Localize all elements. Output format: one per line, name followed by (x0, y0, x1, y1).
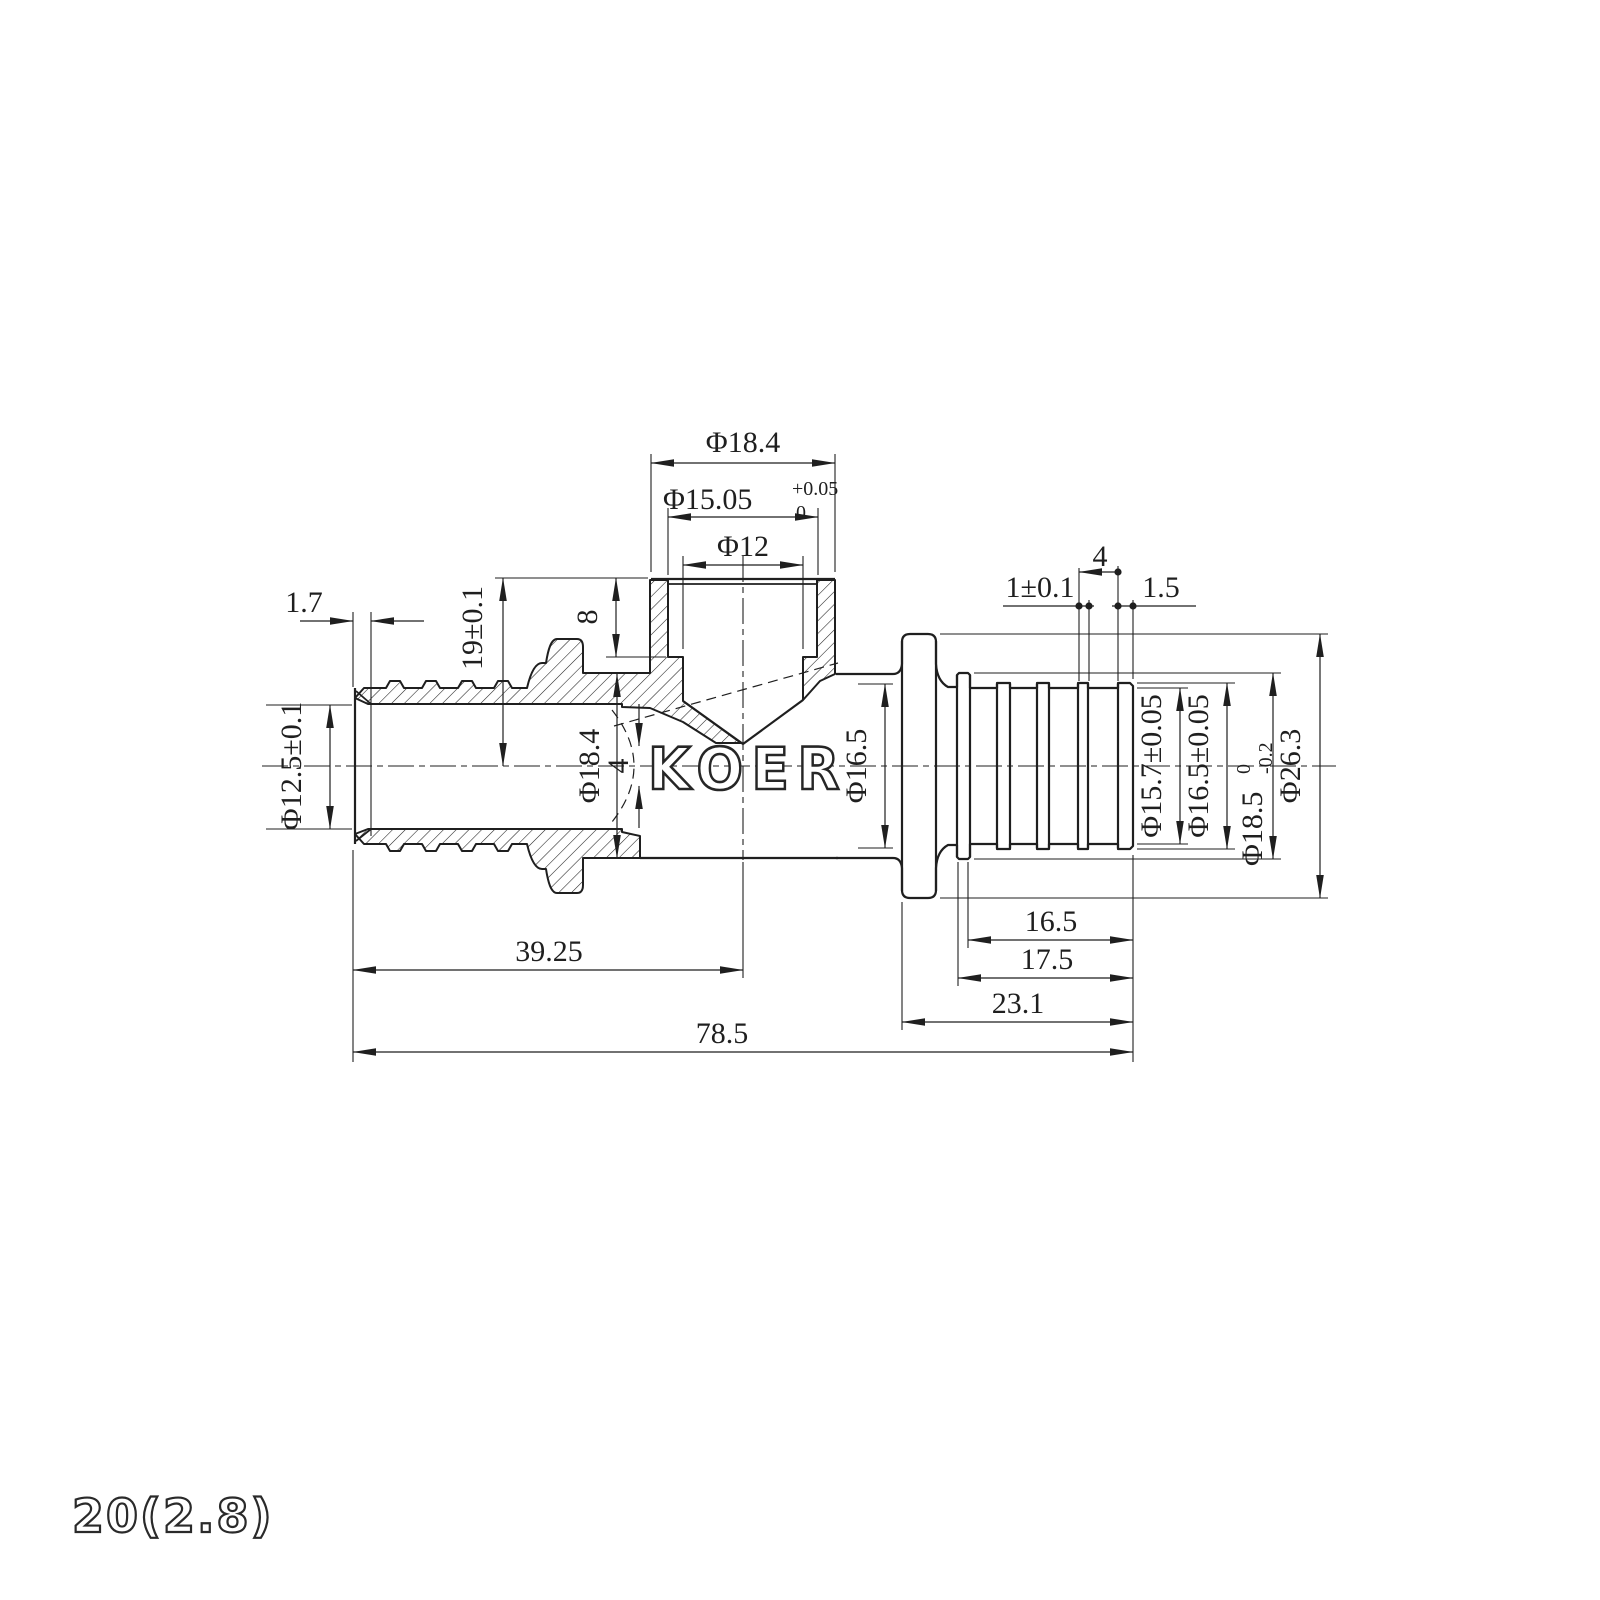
dim-branch-height: 19±0.1 (456, 577, 648, 767)
dim-label-collar-od: Φ18.5 (1236, 792, 1269, 866)
dim-label-rib-section-length: 16.5 (1025, 905, 1078, 938)
dim-label-body-od: Φ18.4 (573, 729, 606, 803)
mouth-chamfer-top (355, 690, 372, 705)
dim-rib-width: 1±0.1 (1003, 568, 1094, 681)
dim-label-branch-thread-tol-lower: 0 (796, 502, 806, 524)
dim-label-branch-od: Φ18.4 (706, 426, 780, 459)
dim-tip-chamfer: 1.7 (285, 586, 424, 836)
dim-label-branch-thread: Φ15.05 (663, 483, 752, 516)
top-wall-section (354, 579, 742, 744)
dim-junction-gap: 4 (602, 704, 643, 828)
dim-label-barrel-od: Φ15.7±0.05 (1135, 694, 1168, 837)
funnel-left-edge (682, 700, 744, 745)
brand-logo: KOER (648, 735, 848, 803)
bottom-wall-section (354, 828, 641, 894)
branch-right-wall-section (802, 579, 836, 701)
dim-body-od: Φ18.4 (573, 673, 621, 859)
sectioned-body (353, 577, 839, 894)
dim-label-sleeve-length: 17.5 (1021, 943, 1074, 976)
dim-label-flange-od: Φ26.3 (1274, 729, 1307, 803)
dim-thread-depth: 8 (571, 577, 666, 658)
dim-label-junction-gap: 4 (602, 759, 635, 774)
dim-label-end-width: 1.5 (1142, 571, 1180, 604)
dim-label-right-end-length: 23.1 (992, 987, 1045, 1020)
dim-rib-section-length: 16.5 (967, 855, 1134, 1062)
dim-label-thread-depth: 8 (571, 610, 604, 625)
dim-rib-od: Φ16.5±0.05 (1137, 682, 1235, 850)
dim-branch-bore: Φ12 (682, 530, 804, 649)
dim-label-tip-chamfer: 1.7 (285, 586, 323, 619)
dim-branch-center-length: 39.25 (352, 862, 744, 978)
dim-label-collar-od-tol-upper: 0 (1233, 764, 1255, 774)
dim-sleeve-length: 17.5 (957, 862, 1134, 986)
funnel-right-edge (742, 699, 804, 745)
dim-collar-od: Φ18.5 0 -0.2 (974, 672, 1281, 866)
dim-label-neck-od: Φ16.5 (840, 729, 873, 803)
dim-label-rib-od: Φ16.5±0.05 (1182, 694, 1215, 837)
dim-neck-od: Φ16.5 (840, 683, 893, 849)
dim-branch-od: Φ18.4 (650, 426, 836, 572)
dim-branch-thread: Φ15.05 +0.05 0 (663, 478, 838, 575)
dim-label-branch-height: 19±0.1 (456, 586, 489, 670)
dim-label-branch-bore: Φ12 (717, 530, 769, 563)
part-code-label: 20(2.8) (72, 1489, 274, 1543)
dim-label-rib-width: 1±0.1 (1006, 571, 1075, 604)
dim-label-collar-od-tol-lower: -0.2 (1255, 742, 1277, 774)
dim-label-overall-length: 78.5 (696, 1017, 749, 1050)
dim-end-width: 1.5 (1112, 571, 1196, 679)
dim-label-rib-spacing: 4 (1093, 540, 1108, 573)
dim-pipe-bore: Φ12.5±0.1 (266, 702, 352, 830)
dim-barrel-od: Φ15.7±0.05 (1135, 687, 1188, 845)
mouth-chamfer-bottom (355, 828, 372, 842)
centerlines (262, 556, 1336, 860)
dim-overall-length: 78.5 (352, 850, 1134, 1062)
dim-label-branch-center-length: 39.25 (515, 935, 583, 968)
dim-right-end-length: 23.1 (901, 902, 1134, 1030)
section-break-line (613, 662, 839, 727)
dim-rib-spacing: 4 (1078, 540, 1122, 681)
dim-flange-od: Φ26.3 (940, 633, 1328, 899)
dim-label-pipe-bore: Φ12.5±0.1 (275, 702, 308, 830)
sleeve-end-view (836, 632, 1135, 900)
sleeve-profile (836, 632, 1135, 900)
dim-label-branch-thread-tol-upper: +0.05 (792, 478, 838, 500)
